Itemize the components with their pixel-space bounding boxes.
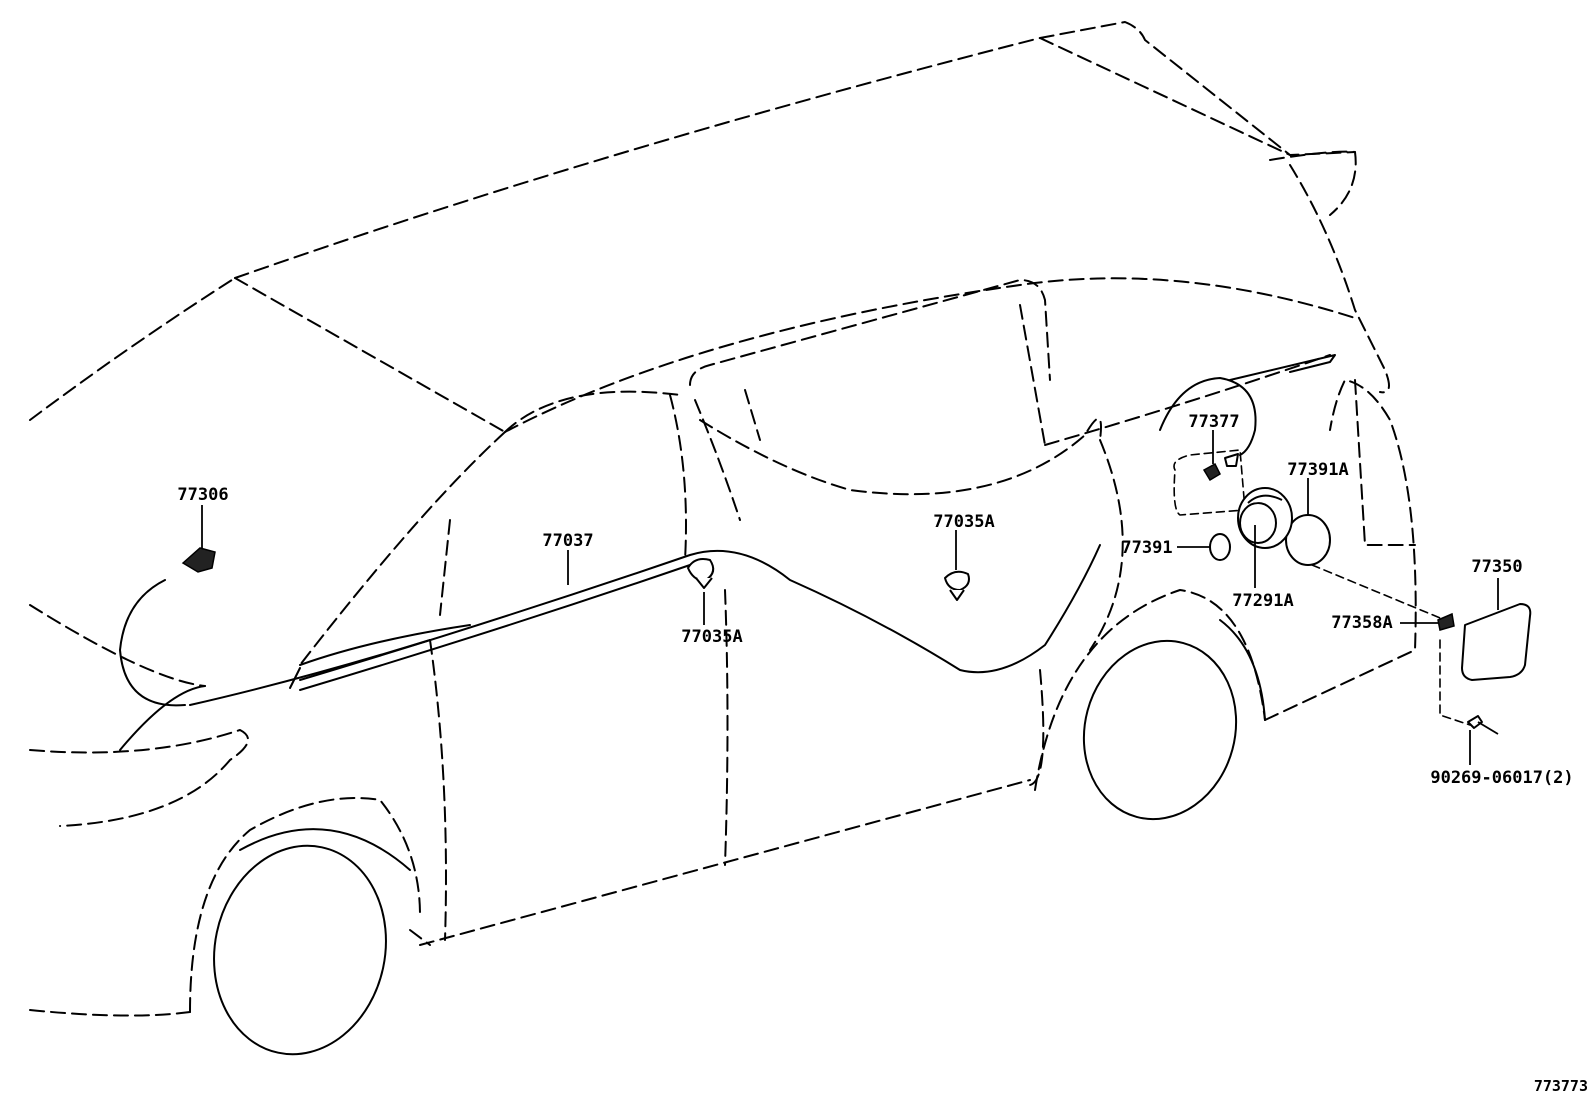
label-77391: 77391 [1121,538,1172,558]
diagram-code: 773773 [1534,1077,1588,1095]
part-housing-77291a [1237,487,1293,549]
label-77358a: 77358A [1331,613,1392,633]
label-77350: 77350 [1471,557,1522,577]
label-77035a-center: 77035A [933,512,994,532]
label-77377: 77377 [1188,412,1239,432]
label-77291a: 77291A [1232,591,1293,611]
leader-lines [201,430,1499,765]
part-clip-77035a-center [944,570,970,601]
part-fuel-lid-77350 [1461,603,1532,681]
body-solid-lines [119,354,1336,1056]
part-clip-77035a-left [687,558,715,589]
label-77391a: 77391A [1287,460,1348,480]
part-screw-90269 [1467,715,1499,735]
part-cap-77391 [1209,533,1231,561]
label-77037: 77037 [542,531,593,551]
part-labels: 77306 77037 77035A 77035A 77377 77391A 7… [177,412,1588,1095]
part-clip-77306 [181,547,216,573]
label-77035a-left: 77035A [681,627,742,647]
part-bushing-77358a [1437,612,1455,631]
part-lock-77377 [1202,453,1239,482]
vehicle-body [29,21,1471,1017]
label-90269: 90269-06017(2) [1430,768,1573,788]
label-77306: 77306 [177,485,228,505]
